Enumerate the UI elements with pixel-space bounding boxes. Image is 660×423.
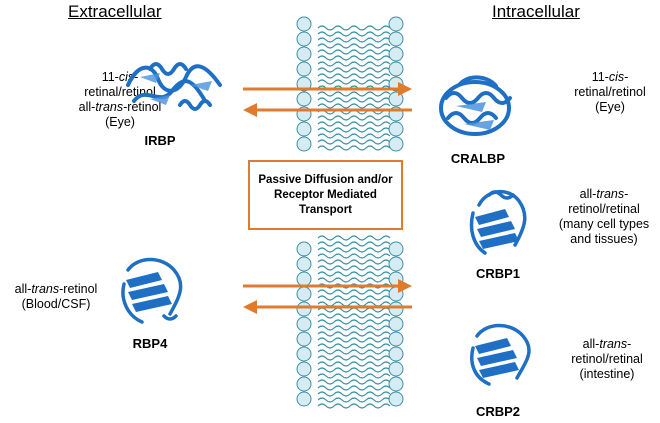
cralbp-ligand-label: 11-cis- retinal/retinol (Eye) — [574, 70, 646, 114]
crbp1-ligand-label: all-trans- retinol/retinal (many cell ty… — [558, 187, 650, 246]
cralbp-label: CRALBP — [450, 151, 506, 166]
irbp-structure-image — [126, 62, 222, 111]
transport-callout-box: Passive Diffusion and/or Receptor Mediat… — [248, 160, 403, 230]
extracellular-heading: Extracellular — [68, 2, 162, 21]
intracellular-heading: Intracellular — [492, 2, 580, 21]
cralbp-structure-image — [439, 75, 512, 136]
crbp2-structure-image — [470, 323, 531, 386]
irbp-label: IRBP — [144, 133, 176, 148]
transport-callout-text: Passive Diffusion and/or Receptor Mediat… — [258, 173, 393, 216]
rbp4-label: RBP4 — [132, 336, 168, 351]
crbp2-label: CRBP2 — [475, 404, 521, 419]
crbp2-ligand-label: all-trans- retinol/retinal (intestine) — [571, 337, 643, 381]
crbp1-structure-image — [469, 190, 527, 255]
rbp4-ligand-label: all-trans-retinol (Blood/CSF) — [14, 282, 98, 311]
rbp4-structure-image — [121, 257, 183, 324]
crbp1-label: CRBP1 — [475, 266, 521, 281]
